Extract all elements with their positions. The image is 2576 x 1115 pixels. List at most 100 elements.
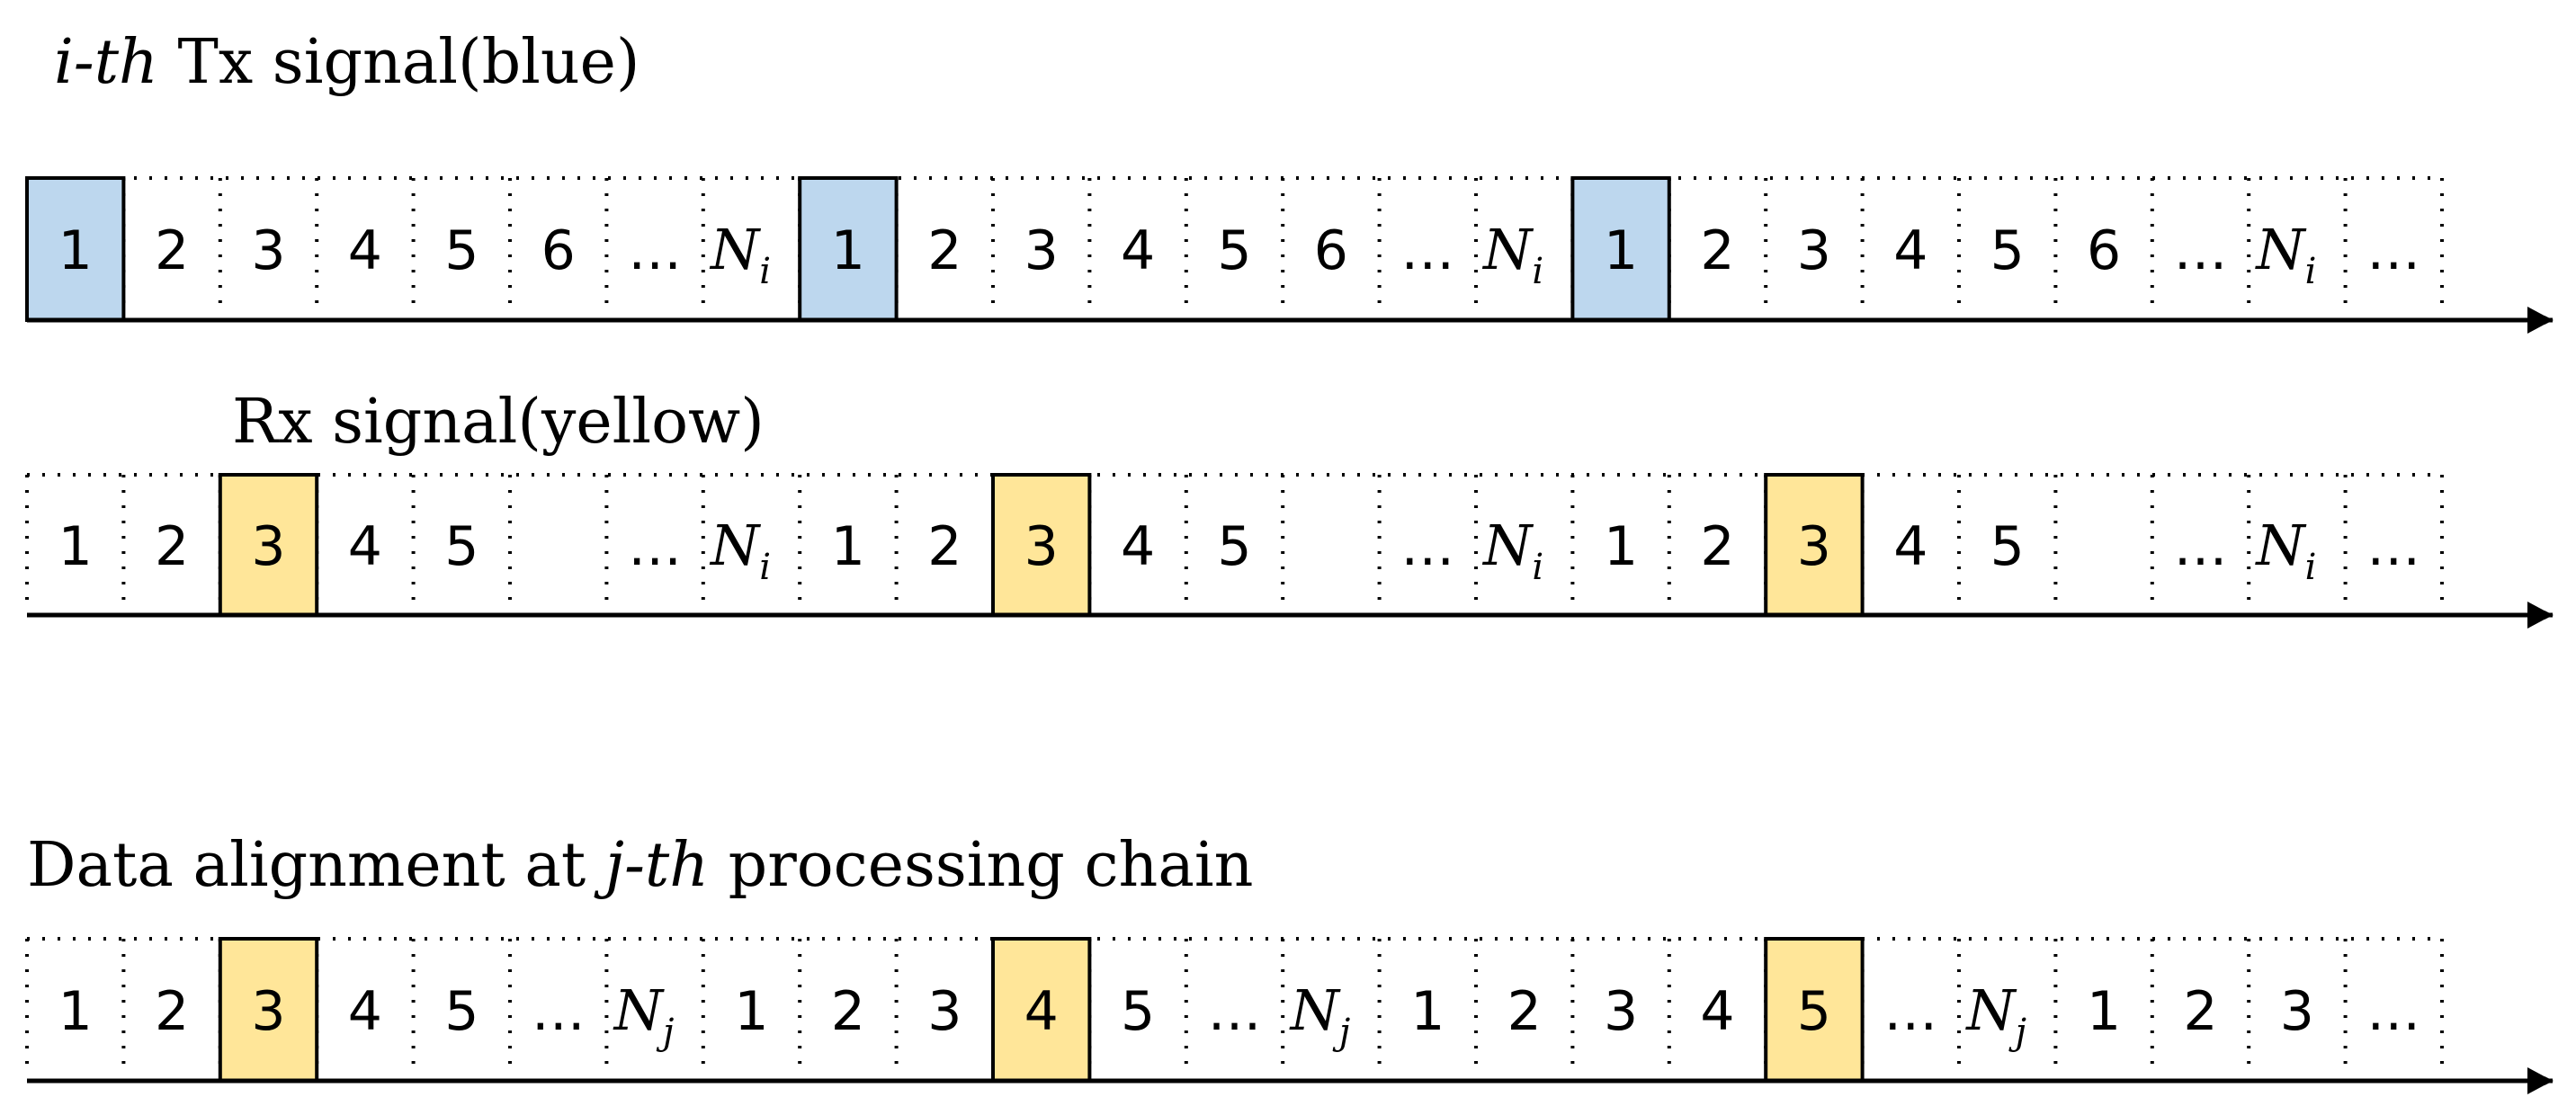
cell-label-main: N: [1964, 977, 2017, 1043]
cell-label: 3: [1797, 219, 1831, 282]
cell-label-main: N: [1481, 513, 1534, 578]
cell-label: 5: [444, 515, 479, 578]
cell-label: Ni: [2254, 217, 2316, 292]
cell-label-subscript: i: [759, 251, 771, 292]
title-segment: Rx signal(yellow): [232, 387, 765, 458]
cell-label: Nj: [1964, 977, 2026, 1053]
title-segment: j-th: [594, 830, 709, 901]
cell-label: 1: [2087, 980, 2121, 1043]
cell-label: 1: [58, 219, 93, 282]
cell-label: 6: [2087, 219, 2121, 282]
cell-label: 3: [1797, 515, 1831, 578]
cell-label: 1: [1604, 515, 1638, 578]
cell-label: 1: [1604, 219, 1638, 282]
cell-label: …: [2366, 219, 2420, 282]
cell-label: 3: [1024, 515, 1059, 578]
cell-label: …: [1208, 980, 1262, 1043]
cell-label: 2: [155, 980, 189, 1043]
cell-label: 2: [155, 219, 189, 282]
cell-label: 1: [1410, 980, 1445, 1043]
arrowhead-icon: [2527, 1067, 2553, 1094]
cell-label: …: [1400, 515, 1454, 578]
tx-row-title: i-th Tx signal(blue): [54, 27, 640, 98]
cell-label-main: N: [709, 217, 762, 282]
cell-label-main: N: [1481, 217, 1534, 282]
title-segment: processing chain: [709, 830, 1253, 901]
cell-label: 3: [251, 515, 285, 578]
cell-label-subscript: i: [1532, 251, 1543, 292]
cell-label: 2: [1700, 219, 1734, 282]
cell-label: 4: [1121, 515, 1155, 578]
cell-label: 2: [831, 980, 865, 1043]
cell-label: 4: [348, 980, 382, 1043]
cell-label: 3: [1604, 980, 1638, 1043]
cell-label: 1: [831, 219, 865, 282]
cell-label: 5: [1990, 515, 2025, 578]
cell-label: Ni: [709, 513, 771, 588]
title-segment: Data alignment at: [27, 830, 605, 901]
cell-label: 1: [734, 980, 768, 1043]
cell-label: 4: [1024, 980, 1059, 1043]
cell-label: 2: [2183, 980, 2217, 1043]
cell-label: 2: [155, 515, 189, 578]
cell-label: 1: [58, 980, 93, 1043]
cell-label: 1: [58, 515, 93, 578]
cell-label-main: N: [2254, 217, 2307, 282]
arrowhead-icon: [2527, 307, 2553, 334]
cell-label-subscript: i: [1532, 547, 1543, 588]
cell-label: …: [2366, 980, 2420, 1043]
cell-label: 2: [1700, 515, 1734, 578]
cell-label: 4: [1893, 515, 1928, 578]
cell-label: Nj: [1289, 977, 1351, 1053]
cell-label: …: [532, 980, 586, 1043]
cell-label: 2: [927, 515, 962, 578]
cell-label: 5: [444, 980, 479, 1043]
highlighted-cell: [991, 473, 1092, 617]
highlighted-cell: [798, 176, 899, 322]
cell-label: 6: [541, 219, 576, 282]
cell-label: …: [2366, 515, 2420, 578]
cell-label: 4: [1121, 219, 1155, 282]
cell-label: …: [2174, 515, 2228, 578]
title-segment: Tx signal(blue): [158, 27, 640, 98]
cell-label: Nj: [613, 977, 675, 1053]
cell-label: …: [1883, 980, 1937, 1043]
cell-label: Ni: [1481, 217, 1543, 292]
align-row-title: Data alignment at j-th processing chain: [27, 830, 1253, 901]
title-segment: i-th: [54, 27, 158, 98]
cell-label: 3: [251, 219, 285, 282]
cell-label: 4: [1893, 219, 1928, 282]
cell-label: 3: [1024, 219, 1059, 282]
cell-label: 5: [1217, 515, 1251, 578]
cell-label: Ni: [2254, 513, 2316, 588]
cell-label: 3: [251, 980, 285, 1043]
highlighted-cell: [1764, 473, 1865, 617]
highlighted-cell: [218, 937, 319, 1083]
cell-label: 3: [927, 980, 962, 1043]
cell-label-main: N: [709, 513, 762, 578]
cell-label: …: [628, 515, 682, 578]
cell-label-main: N: [1289, 977, 1342, 1043]
cell-label: …: [1400, 219, 1454, 282]
cell-label: 4: [348, 515, 382, 578]
arrowhead-icon: [2527, 602, 2553, 629]
cell-label: 1: [831, 515, 865, 578]
cell-label: 4: [348, 219, 382, 282]
cell-label: 3: [2280, 980, 2314, 1043]
cell-label: 5: [1121, 980, 1155, 1043]
cell-label: 2: [927, 219, 962, 282]
cell-label: …: [628, 219, 682, 282]
cell-label-main: N: [2254, 513, 2307, 578]
highlighted-cell: [25, 176, 126, 322]
cell-label: 5: [1990, 219, 2025, 282]
cell-label: 5: [1797, 980, 1831, 1043]
rx-row-title: Rx signal(yellow): [232, 387, 765, 458]
cell-label: 4: [1700, 980, 1734, 1043]
cell-label: Ni: [1481, 513, 1543, 588]
cell-label: 5: [1217, 219, 1251, 282]
cell-label: 5: [444, 219, 479, 282]
cell-label-subscript: i: [759, 547, 771, 588]
cell-label-subscript: i: [2305, 547, 2317, 588]
